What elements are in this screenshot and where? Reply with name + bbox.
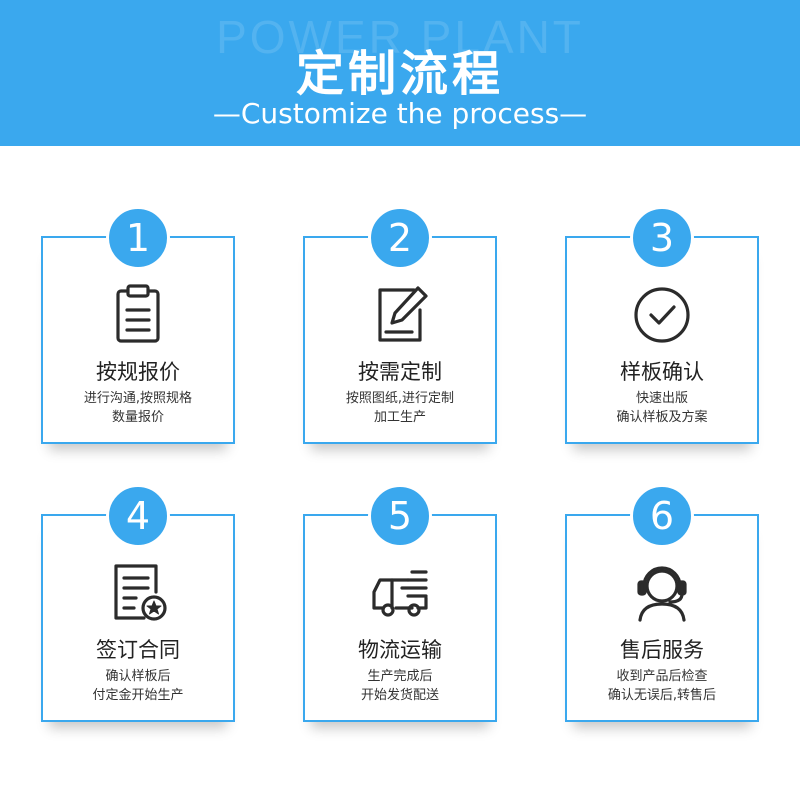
step-description: 快速出版 确认样板及方案	[567, 389, 757, 427]
step-description-line: 加工生产	[373, 410, 426, 425]
step-description-line: 进行沟通,按照规格	[83, 391, 193, 406]
step-description-line: 确认样板后	[105, 669, 171, 684]
step-description-line: 开始发货配送	[360, 688, 439, 703]
step-number-badge-1: 1	[106, 206, 170, 270]
edit-document-icon	[368, 282, 432, 346]
step-title: 签订合同	[96, 638, 180, 662]
step-title: 售后服务	[620, 638, 704, 662]
contract-seal-icon	[106, 560, 170, 624]
step-card-5: 物流运输 生产完成后 开始发货配送	[303, 514, 497, 722]
delivery-truck-icon	[368, 560, 432, 624]
page-title: 定制流程	[295, 46, 504, 102]
step-description-line: 收到产品后检查	[616, 669, 708, 684]
step-description-line: 确认样板及方案	[616, 410, 708, 425]
step-card-2: 按需定制 按照图纸,进行定制 加工生产	[303, 236, 497, 444]
step-description-line: 按照图纸,进行定制	[345, 391, 455, 406]
step-description: 进行沟通,按照规格 数量报价	[43, 389, 233, 427]
step-description-line: 数量报价	[111, 410, 164, 425]
step-card-6: 售后服务 收到产品后检查 确认无误后,转售后	[565, 514, 759, 722]
step-card-1: 按规报价 进行沟通,按照规格 数量报价	[41, 236, 235, 444]
step-number-badge-2: 2	[368, 206, 432, 270]
step-title: 样板确认	[620, 360, 704, 384]
page-subtitle: —Customize the process—	[212, 97, 588, 130]
headset-support-icon	[630, 560, 694, 624]
check-circle-icon	[630, 282, 694, 346]
step-description: 生产完成后 开始发货配送	[305, 667, 495, 705]
step-number-badge-5: 5	[368, 484, 432, 548]
step-card-4: 签订合同 确认样板后 付定金开始生产	[41, 514, 235, 722]
header-banner: POWER PLANT 定制流程 —Customize the process—	[0, 0, 800, 146]
step-description: 按照图纸,进行定制 加工生产	[305, 389, 495, 427]
step-description-line: 确认无误后,转售后	[607, 688, 717, 703]
step-title: 按需定制	[358, 360, 442, 384]
step-description: 确认样板后 付定金开始生产	[43, 667, 233, 705]
step-description-line: 快速出版	[635, 391, 688, 406]
step-number-badge-3: 3	[630, 206, 694, 270]
step-number-badge-4: 4	[106, 484, 170, 548]
step-description-line: 付定金开始生产	[92, 688, 184, 703]
step-description: 收到产品后检查 确认无误后,转售后	[567, 667, 757, 705]
step-title: 物流运输	[358, 638, 442, 662]
step-description-line: 生产完成后	[367, 669, 433, 684]
clipboard-icon	[106, 282, 170, 346]
step-number-badge-6: 6	[630, 484, 694, 548]
step-title: 按规报价	[96, 360, 180, 384]
header-watermark: POWER PLANT	[216, 11, 584, 63]
